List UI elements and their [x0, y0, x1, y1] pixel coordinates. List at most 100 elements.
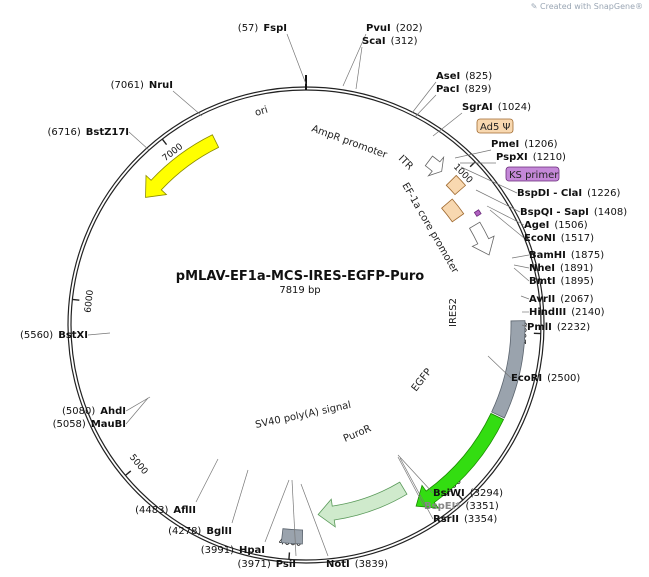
site-leader-bglii: [231, 469, 249, 524]
restriction-site-ecori[interactable]: EcoRI(2500): [511, 373, 580, 384]
feature-label-itr: ITR: [396, 153, 415, 172]
site-name: NruI: [149, 80, 173, 91]
site-position: (1506): [554, 220, 587, 231]
site-name: PmlI: [527, 322, 552, 333]
site-position: (1206): [524, 139, 557, 150]
site-name: SgrAI: [462, 102, 493, 113]
restriction-site-layer: (57) FspI PvuI(202) ScaI(312) AseI(825) PacI (…: [20, 23, 627, 570]
restriction-site-bsiwi[interactable]: BsiWI (3294): [433, 488, 503, 499]
feature-egfp[interactable]: [415, 412, 505, 509]
restriction-site-hindiii[interactable]: HindIII (2140): [529, 307, 605, 318]
restriction-site-avrii[interactable]: AvrII(2067): [529, 294, 594, 305]
site-position: (2067): [560, 294, 593, 305]
restriction-site-pvui[interactable]: PvuI(202): [366, 23, 423, 34]
tick-label: 6000: [84, 289, 96, 313]
site-position: (57): [238, 23, 259, 34]
feature-itr[interactable]: [445, 174, 467, 196]
feature-puror[interactable]: [317, 481, 408, 528]
feature-ks-primer[interactable]: [473, 209, 482, 217]
site-position: (5058): [53, 419, 86, 430]
restriction-site-nhei[interactable]: NheI(1891): [529, 263, 593, 274]
restriction-site-pmei[interactable]: PmeI(1206): [491, 139, 558, 150]
restriction-site-bmti[interactable]: BmtI(1895): [529, 276, 594, 287]
site-position: (7061): [111, 80, 144, 91]
site-leader-pmei: [454, 149, 492, 159]
restriction-site-psii[interactable]: (3971)PsiI: [237, 559, 296, 570]
feature-ires2[interactable]: [491, 320, 526, 419]
site-position: (825): [465, 71, 492, 82]
restriction-site-pmli[interactable]: PmlI (2232): [527, 322, 590, 333]
feature-ad5[interactable]: [441, 198, 465, 223]
restriction-site-noti[interactable]: NotI(3839): [326, 559, 388, 570]
site-position: (2140): [571, 307, 604, 318]
site-name: BspEI*: [424, 501, 461, 512]
site-position: (1517): [561, 233, 594, 244]
site-leader-avrii: [520, 295, 530, 300]
feature-label-ks-primer: KS primer: [509, 170, 559, 181]
site-leader-bamhi: [511, 254, 530, 259]
restriction-site-bglii[interactable]: (4278)BglII: [168, 526, 232, 537]
feature-ori[interactable]: [145, 134, 220, 198]
restriction-site-rsrii[interactable]: RsrII(3354): [433, 514, 497, 525]
site-name: AgeI: [524, 220, 549, 231]
feature-label-egfp: EGFP: [410, 367, 435, 394]
site-position: (2232): [557, 322, 590, 333]
feature-label-sv40-poly-a-signal: SV40 poly(A) signal: [254, 400, 352, 431]
restriction-site-bspqi-sapi[interactable]: BspQI - SapI(1408): [520, 207, 627, 218]
site-name: RsrII: [433, 514, 459, 525]
snapgene-icon: ✎: [530, 2, 541, 11]
site-name: HindIII: [529, 307, 566, 318]
restriction-site-scai[interactable]: ScaI(312): [362, 36, 418, 47]
site-name: BspQI - SapI: [520, 207, 589, 218]
watermark-text: Created with SnapGene®: [540, 2, 643, 11]
site-leader-aflii: [195, 458, 219, 503]
feature-ampr-promoter[interactable]: [424, 155, 445, 177]
site-leader-psii: [291, 479, 297, 557]
feature-sv40-poly-a-signal[interactable]: [280, 528, 304, 545]
restriction-site-econi[interactable]: EcoNI(1517): [524, 233, 594, 244]
feature-ef-1a-core-promoter[interactable]: [468, 221, 495, 256]
feature-label-ori: ori: [254, 105, 270, 119]
restriction-site-asei[interactable]: AseI(825): [436, 71, 492, 82]
site-leader-sgrai: [432, 112, 463, 137]
site-position: (3971): [237, 559, 270, 570]
site-leader-bstz17i: [128, 131, 150, 151]
site-leader-econi: [489, 209, 525, 239]
site-name: BsiWI: [433, 488, 465, 499]
site-position: (3294): [470, 488, 503, 499]
site-leader-bspdi-clai: [460, 166, 518, 194]
feature-label-ires2: IRES2: [448, 298, 459, 327]
restriction-site-bamhi[interactable]: BamHI(1875): [529, 250, 604, 261]
site-name: EcoRI: [511, 373, 542, 384]
restriction-site-bstxi[interactable]: (5560) BstXI: [20, 330, 88, 341]
site-name: MauBI: [91, 419, 126, 430]
site-name: BamHI: [529, 250, 566, 261]
site-position: (829): [464, 84, 491, 95]
restriction-site-paci[interactable]: PacI (829): [436, 84, 491, 95]
site-name: PacI: [436, 84, 459, 95]
site-name: BstXI: [58, 330, 88, 341]
restriction-site-bspei[interactable]: BspEI*(3351): [424, 501, 499, 512]
restriction-site-nrui[interactable]: (7061) NruI: [111, 80, 173, 91]
feature-label-box-ad5: [476, 118, 514, 134]
site-position: (5560): [20, 330, 53, 341]
restriction-site-hpai[interactable]: (3991)HpaI: [201, 545, 265, 556]
restriction-site-bstz17i[interactable]: (6716)BstZ17I: [47, 127, 129, 138]
tick-label: 5000: [127, 453, 150, 477]
restriction-site-fspi[interactable]: (57) FspI: [238, 23, 287, 34]
site-leader-bspqi-sapi: [475, 189, 521, 213]
restriction-site-bspdi-clai[interactable]: BspDI - ClaI(1226): [517, 188, 620, 199]
restriction-site-agei[interactable]: AgeI (1506): [524, 220, 588, 231]
restriction-site-aflii[interactable]: (4483)AflII: [135, 505, 196, 516]
restriction-site-maubi[interactable]: (5058) MauBI: [53, 419, 126, 430]
restriction-site-ahdi[interactable]: (5080)AhdI: [62, 406, 126, 417]
site-leader-maubi: [125, 397, 149, 425]
site-leader-ecori: [487, 355, 512, 379]
restriction-site-pspxi[interactable]: PspXI(1210): [496, 152, 566, 163]
site-name: FspI: [263, 23, 287, 34]
restriction-site-sgrai[interactable]: SgrAI(1024): [462, 102, 531, 113]
site-position: (6716): [47, 127, 80, 138]
site-position: (202): [396, 23, 423, 34]
